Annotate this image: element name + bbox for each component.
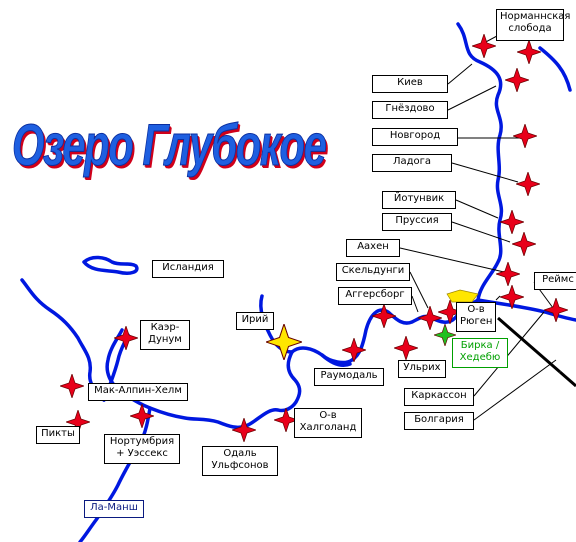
label-la-manche[interactable]: Ла-Манш [84,500,144,518]
marker-agger[interactable] [372,304,396,328]
leader-rugen [495,295,501,301]
marker-iotunvik[interactable] [500,210,524,234]
label-aggersborg[interactable]: Аггерсборг [338,287,412,305]
label-mac-alpin[interactable]: Мак-Алпин-Хелм [88,383,188,401]
label-prussia[interactable]: Пруссия [382,213,452,231]
leader-skeld [409,271,429,309]
label-normannskaya[interactable]: Норманнская слобода [496,9,570,41]
black-route-2 [559,370,576,388]
river-west [20,278,106,402]
iceland-shore [82,255,139,275]
black-route [497,316,561,374]
leader-kiev [447,63,473,85]
marker-kaer[interactable] [114,326,138,350]
label-bulgaria[interactable]: Болгария [404,412,474,430]
leader-ladoga [451,162,519,183]
rugen-island [446,289,479,303]
label-ladoga[interactable]: Ладога [372,154,452,172]
leader-karkasson [473,311,545,397]
label-northumbria[interactable]: Нортумбрия + Уэссекс [104,434,180,464]
marker-novgorod[interactable] [513,124,537,148]
marker-prussia[interactable] [512,232,536,256]
label-iceland[interactable]: Исландия [152,260,224,278]
label-halogaland[interactable]: О-в Халголанд [294,408,362,438]
leader-gnezdovo [447,85,497,111]
river-lamanche [78,406,152,542]
river-east [456,22,504,302]
label-birka[interactable]: Бирка / Хедебю [452,338,508,368]
leader-prussia [451,221,511,243]
leader-iotunvik [455,199,499,219]
label-irii[interactable]: Ирий [236,312,274,330]
marker-normann-2[interactable] [517,40,541,64]
leader-bulgaria [473,359,557,421]
marker-skeld[interactable] [418,306,442,330]
label-kaer-dunum[interactable]: Каэр- Дунум [140,320,190,350]
leader-aachen [399,247,505,273]
label-iotunvik[interactable]: Йотунвик [382,191,456,209]
label-ulrih[interactable]: Ульрих [398,360,446,378]
marker-normann-1[interactable] [472,34,496,58]
marker-picts-1[interactable] [60,374,84,398]
label-gnezdovo[interactable]: Гнёздово [372,101,448,119]
marker-aachen[interactable] [496,262,520,286]
marker-ladoga[interactable] [516,172,540,196]
label-aachen[interactable]: Аахен [346,239,400,257]
label-picts[interactable]: Пикты [36,426,80,444]
river-raumodal [320,353,352,368]
map-title: Озеро Глубокое [12,113,328,179]
label-carcassonne[interactable]: Каркассон [404,388,474,406]
label-raumodal[interactable]: Раумодаль [314,368,384,386]
label-kiev[interactable]: Киев [372,75,448,93]
label-reims[interactable]: Реймс [534,272,576,290]
marker-ulrih[interactable] [394,336,418,360]
label-novgorod[interactable]: Новгород [372,128,458,146]
label-skelduingi[interactable]: Скельдунги [336,263,410,281]
marker-kiev[interactable] [505,68,529,92]
label-odal[interactable]: Одаль Ульфсонов [202,446,278,476]
label-rugen[interactable]: О-в Рюген [456,302,496,332]
river-north-east [538,46,572,92]
leader-agger [411,295,419,313]
